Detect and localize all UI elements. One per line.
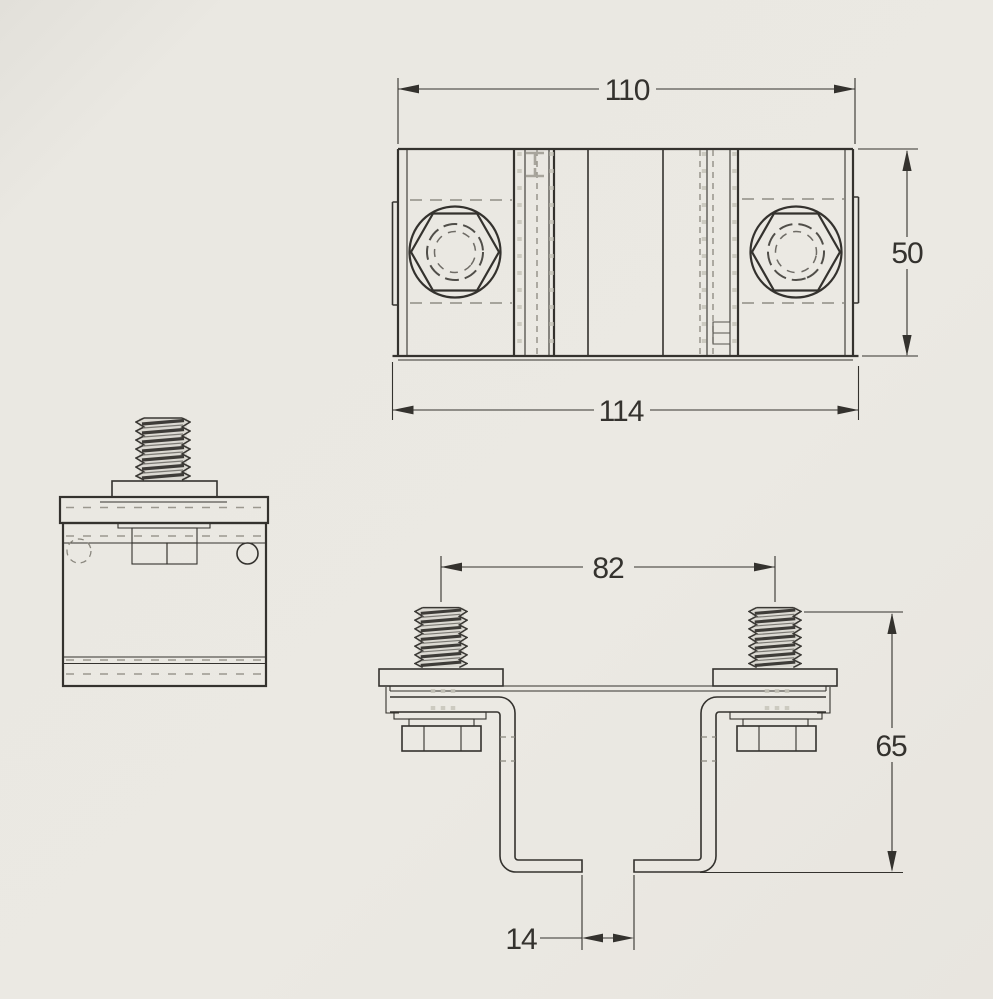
hex-bolt-right [749, 205, 843, 299]
front-stud-left [414, 606, 468, 669]
arrowhead-right [613, 933, 634, 943]
arrowhead-left [398, 84, 419, 94]
dimension-114: 114 [391, 362, 860, 428]
bolt-hexagon [409, 212, 501, 292]
dim-114-label: 114 [599, 395, 644, 428]
extension-line [440, 556, 776, 602]
arrowhead-right [837, 405, 859, 415]
mounting-hole [236, 542, 259, 565]
bracket-sheet-right [633, 696, 826, 873]
arrowhead-bottom [902, 335, 912, 356]
dim-110-label: 110 [605, 74, 650, 107]
hidden-feature-rects [712, 321, 731, 345]
clamp-outline [385, 687, 831, 714]
front-stud-right [748, 606, 802, 669]
bolt-hexagon [750, 212, 842, 292]
bracket-sheet-left [390, 696, 583, 873]
tab-block-right [166, 542, 198, 565]
arrowhead-left [392, 405, 414, 415]
hex-bolt-left [408, 205, 502, 299]
dimension-50: 50 [858, 148, 924, 357]
arrowhead-bottom [887, 851, 897, 872]
hidden-bore-lines [410, 198, 844, 304]
top-view-left-tab [391, 201, 398, 306]
bolt-circle [749, 205, 843, 299]
hex-nut-right [736, 725, 817, 752]
dim-50-label: 50 [891, 237, 923, 270]
nut-facet-lines [758, 726, 797, 751]
arrowhead-right [754, 562, 775, 572]
bolt-circle [408, 205, 502, 299]
side-view [58, 417, 270, 688]
bolt-inner-ring-2 [433, 230, 477, 274]
front-view [378, 606, 838, 873]
arrowhead-top [887, 613, 897, 634]
dimension-110: 110 [397, 74, 856, 144]
top-view-right-tab [853, 196, 860, 304]
bolt-inner-ring [426, 223, 484, 281]
dim-14-label: 14 [505, 923, 537, 956]
arrowhead-left [441, 562, 462, 572]
top-view [391, 147, 860, 361]
detail-mark [526, 151, 544, 178]
bolt-inner-ring-2 [774, 230, 818, 274]
dimension-14: 14 [505, 875, 635, 956]
bolt-inner-ring [767, 223, 825, 281]
bottom-band-lines [63, 656, 266, 665]
arrowhead-left [582, 933, 603, 943]
dimension-82: 82 [440, 552, 776, 602]
hidden-hole [66, 538, 92, 564]
extension-line [700, 611, 903, 874]
side-body [61, 521, 268, 688]
side-view-stud [135, 417, 191, 481]
dim-65-label: 65 [875, 730, 907, 763]
nut-facet-lines [423, 726, 462, 751]
arrowhead-right [834, 84, 855, 94]
arrowhead-top [902, 150, 912, 171]
extension-line [858, 148, 918, 357]
dimension-65: 65 [700, 611, 908, 874]
hex-nut-left [401, 725, 482, 752]
dim-82-label: 82 [592, 552, 624, 585]
busbar-plate [389, 685, 827, 692]
